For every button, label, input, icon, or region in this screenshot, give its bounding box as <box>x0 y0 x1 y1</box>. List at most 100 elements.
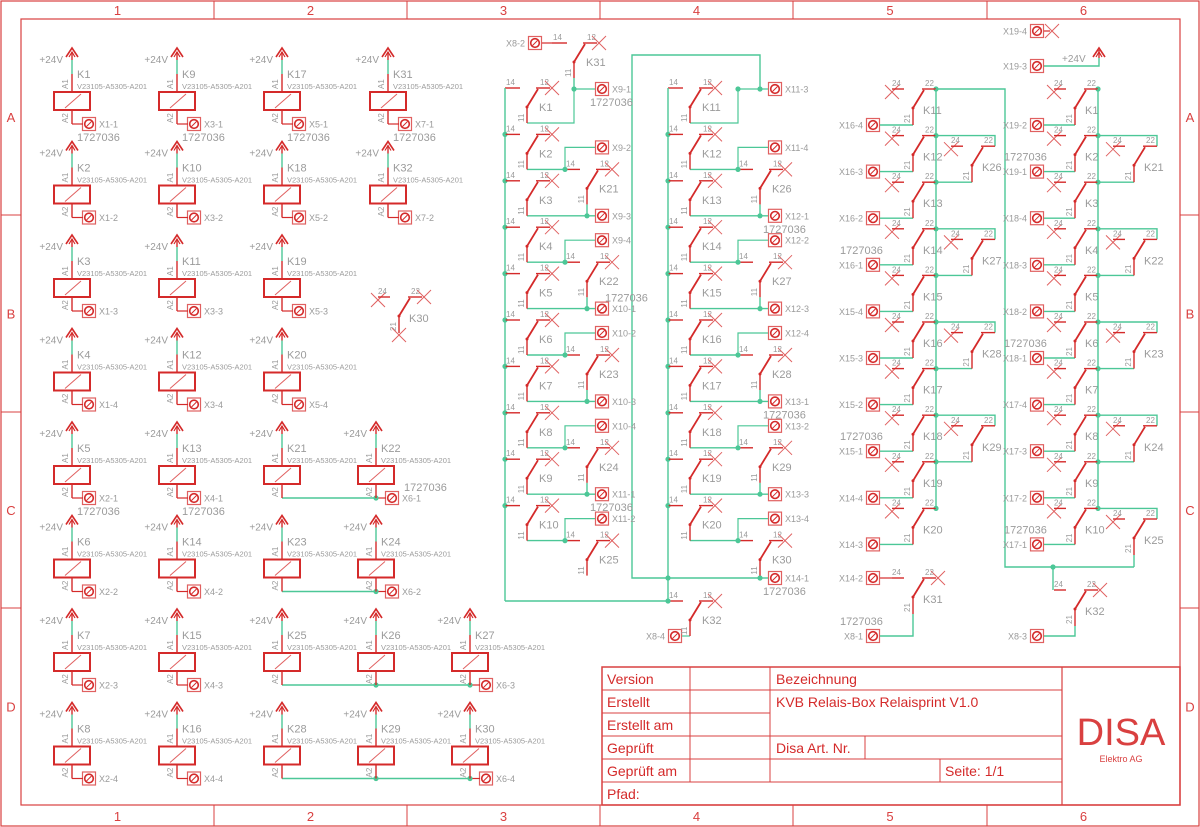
pin-label-a1: A1 <box>61 640 70 650</box>
unused-pin-cross-icon <box>777 347 793 363</box>
terminal-label: X11-4 <box>785 143 808 153</box>
pin-label: 21 <box>903 533 912 542</box>
title-block: Version Erstellt Erstellt am Geprüft Gep… <box>601 666 1181 806</box>
supply-arrow-icon <box>170 420 184 432</box>
relay-coil-diagonal <box>274 654 292 670</box>
contact-blade <box>912 462 925 482</box>
relay-name: K22 <box>381 443 401 455</box>
pin-label: 22 <box>1087 219 1096 228</box>
terminal-box <box>767 301 783 316</box>
unused-pin-cross-icon <box>884 457 900 473</box>
pin-label: 22 <box>1087 405 1096 414</box>
terminal-screw-icon <box>769 235 781 246</box>
pin-label-a1: A1 <box>166 266 175 276</box>
pin-label: 12 <box>540 449 549 458</box>
relay-part-number: V23105-A5305-A201 <box>381 737 451 746</box>
supply-arrow-icon <box>278 331 286 338</box>
supply-arrow-icon <box>173 518 181 525</box>
terminal-screw-slot <box>1034 168 1040 175</box>
pin-label: 24 <box>1113 416 1122 425</box>
relay-name: K1 <box>77 69 90 81</box>
supply-arrow-icon <box>170 514 184 525</box>
contact-name: K26 <box>772 183 792 195</box>
terminal-screw-icon <box>867 446 879 457</box>
relay-name: K2 <box>77 163 90 175</box>
supply-arrow-icon <box>463 607 477 619</box>
relay-name: K7 <box>77 630 90 642</box>
terminal-screw-icon <box>1031 399 1043 410</box>
pin-label: 22 <box>984 416 993 425</box>
pin-label: 11 <box>517 484 526 493</box>
pin-label: 24 <box>951 136 960 145</box>
pin-label: 11 <box>680 626 689 635</box>
terminal-screw-icon <box>529 37 541 49</box>
supply-arrow-icon <box>65 701 79 712</box>
contact-name: K13 <box>923 198 943 210</box>
relay-coil <box>158 278 196 298</box>
terminal-article-number: 1727036 <box>1004 152 1047 164</box>
unused-pin-cross-icon <box>777 254 793 270</box>
contact-blade <box>689 181 702 201</box>
supply-label: +24V <box>249 242 273 253</box>
pin-label-a2: A2 <box>271 393 280 403</box>
supply-arrow-icon <box>65 420 79 432</box>
pin-label-a2: A2 <box>61 113 70 123</box>
terminal-screw-icon <box>1031 166 1043 177</box>
contact-blade <box>1074 590 1087 610</box>
wire <box>690 88 768 124</box>
pin-label: 11 <box>750 380 759 389</box>
terminal-box <box>865 211 881 226</box>
pin-label: 21 <box>1065 114 1074 123</box>
terminal-screw-slot <box>870 494 876 501</box>
terminal-screw-slot <box>389 588 395 595</box>
pin-label: 21 <box>1065 440 1074 449</box>
terminal-screw-slot <box>599 237 605 244</box>
pin-label: 24 <box>1054 405 1063 414</box>
pin-label-a2: A2 <box>166 487 175 497</box>
wire <box>936 321 996 333</box>
relay-coil <box>263 91 301 111</box>
terminal-box <box>1029 350 1045 366</box>
pin-label: 11 <box>680 484 689 493</box>
supply-label: +24V <box>249 149 273 160</box>
terminal-label: X15-2 <box>839 400 863 410</box>
column-label-top: 1 <box>114 3 121 18</box>
pin-label: 24 <box>892 172 901 181</box>
terminal-screw-slot <box>296 121 302 127</box>
column-label-bottom: 6 <box>1080 809 1087 824</box>
unused-pin-cross-icon <box>544 405 560 421</box>
contact-name: K25 <box>599 555 619 567</box>
supply-label: +24V <box>144 149 168 160</box>
unused-pin-cross-icon <box>943 421 959 437</box>
contact-blade <box>526 459 539 479</box>
relay-part-number: V23105-A5305-A201 <box>182 269 252 278</box>
terminal-label: X4-4 <box>204 774 223 784</box>
unused-pin-cross-icon <box>1092 582 1108 598</box>
terminal-screw-icon <box>293 305 305 317</box>
pin-label: 21 <box>903 300 912 309</box>
relay-name: K26 <box>381 630 401 642</box>
checked-on-label: Geprüft am <box>607 763 677 779</box>
pin-label: 14 <box>669 171 678 180</box>
supply-label: +24V <box>355 55 379 66</box>
terminal-article-number: 1727036 <box>287 132 330 144</box>
terminal-box <box>767 418 783 433</box>
relay-coil <box>53 558 91 579</box>
contact-blade <box>586 262 599 282</box>
relay-coil <box>158 371 196 392</box>
pin-label: 11 <box>750 473 759 482</box>
pin-label: 12 <box>773 252 782 261</box>
pin-label: 21 <box>1065 160 1074 169</box>
contact-blade <box>971 426 984 446</box>
relay-coil-diagonal <box>64 187 82 202</box>
unused-pin-cross-icon <box>884 271 900 286</box>
unused-pin-cross-icon <box>1046 131 1062 146</box>
relay-coil-diagonal <box>274 374 292 389</box>
terminal-screw-icon <box>596 83 608 95</box>
pin-label: 24 <box>892 265 901 274</box>
relay-name: K21 <box>287 443 307 455</box>
relay-coil <box>357 652 395 672</box>
unused-pin-cross-icon <box>707 498 723 513</box>
pin-label-a2: A2 <box>365 580 374 590</box>
unused-pin-cross-icon <box>943 235 959 250</box>
